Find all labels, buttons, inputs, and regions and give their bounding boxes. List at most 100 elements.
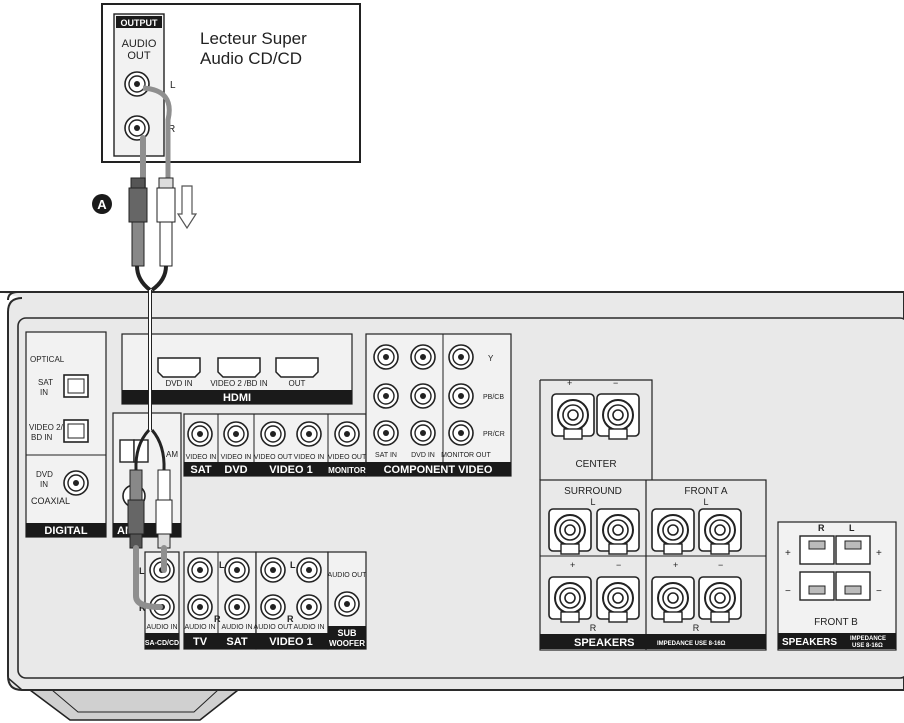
front-b-plus-left: + [785, 548, 791, 559]
front-a-r-plus-terminal[interactable] [651, 576, 695, 623]
surround-r-minus-terminal[interactable] [596, 576, 640, 623]
monitor-title: MONITOR [328, 466, 366, 475]
center-plus: + [567, 378, 572, 388]
player-audio-out-l-jack[interactable] [124, 71, 150, 97]
component-dvd-in-label: DVD IN [411, 452, 435, 459]
sub-audio-out-label: AUDIO OUT [328, 572, 368, 579]
monitor-out-y-jack[interactable] [448, 344, 474, 370]
hdmi-title: HDMI [223, 392, 251, 404]
hdmi-dvd-in-label: DVD IN [165, 379, 192, 388]
dvd-in-label-1: DVD [36, 470, 53, 479]
surround-l-plus-terminal[interactable] [548, 508, 592, 555]
tv-audio-in-r-jack[interactable] [187, 594, 213, 620]
sat-in-pb-jack[interactable] [373, 383, 399, 409]
video1-audio-out-l-jack[interactable] [260, 557, 286, 583]
monitor-out-pb-jack[interactable] [448, 383, 474, 409]
audio-out-label-1: AUDIO [122, 38, 157, 50]
center-plus-terminal[interactable] [551, 393, 595, 440]
video1-video-out-jack[interactable] [260, 421, 286, 447]
front-a-r-minus-terminal[interactable] [698, 576, 742, 623]
tv-audio-in-label: AUDIO IN [184, 624, 215, 631]
tv-audio-in-l-jack[interactable] [187, 557, 213, 583]
sat-audio-in-r-jack[interactable] [224, 594, 250, 620]
monitor-out-pr-jack[interactable] [448, 420, 474, 446]
am-antenna-terminal[interactable] [119, 439, 135, 463]
video1-video-in-jack[interactable] [296, 421, 322, 447]
audio-r-label: R [214, 614, 221, 624]
sat-in-y-jack[interactable] [373, 344, 399, 370]
surround-r-plus-sign: + [570, 560, 575, 570]
surround-r-minus-sign: − [616, 560, 621, 570]
component-monitor-out-label: MONITOR OUT [441, 452, 491, 459]
optical-label: OPTICAL [30, 355, 65, 364]
sat-in-label-2: IN [40, 388, 48, 397]
sacd-title: SA-CD/CD [145, 640, 179, 647]
video1-audio-in-r-jack[interactable] [296, 594, 322, 620]
component-sat-in-label: SAT IN [375, 452, 397, 459]
marker-a-icon [92, 194, 112, 214]
surround-l-minus-terminal[interactable] [596, 508, 640, 555]
center-minus-terminal[interactable] [596, 393, 640, 440]
front-a-label: FRONT A [684, 486, 727, 497]
hdmi-out-port[interactable] [275, 357, 319, 378]
tv-audio-title: TV [193, 636, 208, 648]
hdmi-section: DVD IN VIDEO 2 /BD IN OUT HDMI [121, 333, 353, 405]
front-b-impedance-2: USE 8-16Ω [852, 643, 883, 649]
monitor-out-label: VIDEO OUT [328, 454, 367, 461]
marker-a-label: A [97, 197, 107, 212]
dvd-in-pb-jack[interactable] [410, 383, 436, 409]
center-label: CENTER [575, 459, 616, 470]
pr-label: PR/CR [483, 431, 505, 438]
video1-video-title: VIDEO 1 [269, 464, 312, 476]
subwoofer-out-jack[interactable] [334, 591, 360, 617]
sat-video-in-jack[interactable] [187, 421, 213, 447]
sacd-l-label: L [139, 566, 145, 576]
player-name-line2: Audio CD/CD [200, 49, 302, 68]
front-b-plus-right: + [876, 548, 882, 559]
dvd-in-pr-jack[interactable] [410, 420, 436, 446]
monitor-video-out-jack[interactable] [334, 421, 360, 447]
y-label: Y [488, 354, 494, 363]
player-name-line1: Lecteur Super [200, 29, 307, 48]
front-b-l-label: L [849, 523, 855, 533]
front-a-l-plus-terminal[interactable] [651, 508, 695, 555]
video1-audio-in-l-jack[interactable] [296, 557, 322, 583]
speakers-title: SPEAKERS [574, 637, 635, 649]
front-b-r-label: R [818, 523, 825, 533]
video1-audio-out-r-jack[interactable] [260, 594, 286, 620]
sat-in-label-1: SAT [38, 378, 53, 387]
sat-in-pr-jack[interactable] [373, 420, 399, 446]
audio-row: L R L R L R AUDIO OUT AUDIO IN AUDIO IN … [139, 551, 368, 650]
sat-video-title: SAT [190, 464, 211, 476]
front-a-l-minus-terminal[interactable] [698, 508, 742, 555]
video1-out-label: VIDEO OUT [254, 454, 293, 461]
coaxial-dvd-jack[interactable] [63, 470, 89, 496]
hdmi-dvd-in-port[interactable] [157, 357, 201, 378]
dvd-video-title: DVD [224, 464, 247, 476]
sat-audio-in-l-jack[interactable] [224, 557, 250, 583]
dvd-in-label-2: IN [40, 480, 48, 489]
coaxial-label: COAXIAL [31, 496, 70, 506]
dvd-video-in-jack[interactable] [223, 421, 249, 447]
front-b-minus-left: − [785, 586, 791, 597]
surround-r-plus-terminal[interactable] [548, 576, 592, 623]
video1-audio-in-label: AUDIO IN [293, 624, 324, 631]
sat-audio-title: SAT [226, 636, 247, 648]
am-label: AM [166, 450, 178, 459]
pb-label: PB/CB [483, 394, 504, 401]
sacd-r-label: R [139, 603, 146, 613]
sub-title-1: SUB [337, 628, 357, 638]
video1-l-label: L [290, 560, 296, 570]
dvd-in-y-jack[interactable] [410, 344, 436, 370]
front-b-spring-terminals[interactable] [799, 535, 871, 601]
audio-cable: A [92, 85, 198, 610]
video1-r-label: R [287, 614, 294, 624]
player-l-label: L [170, 80, 176, 91]
audio-l-label: L [219, 560, 225, 570]
speakers-section: + − CENTER SURROUND FRONT A L L + − + − … [539, 378, 767, 651]
optical-sat-in-port[interactable] [63, 374, 89, 398]
hdmi-video2-bd-in-port[interactable] [217, 357, 261, 378]
optical-video2-port[interactable] [63, 419, 89, 443]
front-b-minus-right: − [876, 586, 882, 597]
player-r-label: R [168, 124, 175, 135]
